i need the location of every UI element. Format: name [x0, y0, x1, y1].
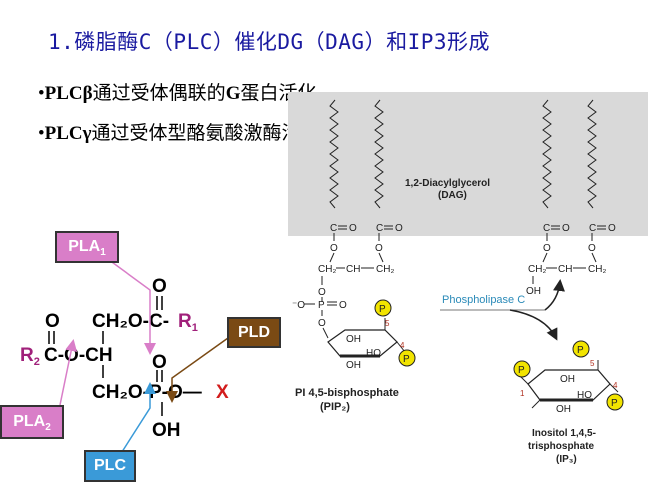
dag-chain-1: [542, 99, 552, 209]
enzyme-label: Phospholipase C: [442, 294, 525, 306]
atom-c: C: [376, 223, 383, 234]
pla2-tag: PLA2: [0, 405, 64, 439]
position-5: 5: [385, 319, 390, 328]
atom-ch2: CH₂: [318, 264, 336, 275]
ip3-abbrev: (IP₃): [556, 454, 577, 465]
atom-o: O: [395, 223, 403, 234]
plc-arrow: [119, 382, 156, 456]
atom-oh: OH: [346, 334, 361, 345]
atom-o: O: [318, 318, 326, 329]
phosphate-p: P: [403, 354, 410, 365]
position-1: 1: [520, 389, 525, 398]
dag-chain-2: [587, 99, 597, 209]
phosphate-p: P: [577, 345, 584, 356]
atom-ch: CH: [346, 264, 360, 275]
position-5: 5: [590, 359, 595, 368]
atom-oh: OH: [526, 286, 541, 297]
ip3-structure: OH OH HO 1 4 5: [519, 359, 619, 415]
ip3-label: Inositol 1,4,5-: [532, 428, 596, 439]
phosphate-circle: [572, 340, 590, 358]
atom-ho: HO: [577, 390, 592, 401]
atom-ch2: CH₂: [528, 264, 546, 275]
ip3-product-arrow: [509, 309, 558, 341]
atom-oh: OH: [556, 404, 571, 415]
phosphate-o: O: [152, 352, 167, 373]
row-1: CH₂O-C-: [92, 311, 169, 332]
atom-o: O: [330, 243, 338, 254]
phosphate-circle: [513, 360, 531, 378]
pld-tag: PLD: [227, 317, 281, 348]
pip2-label: PI 4,5-bisphosphate: [295, 387, 399, 399]
row-3: CH₂O-P-O—: [92, 382, 202, 403]
r1-label: R1: [178, 311, 198, 334]
phosphate-circle: [398, 349, 416, 367]
dag-abbrev: (DAG): [438, 190, 467, 201]
phosphate-circle: [606, 393, 624, 411]
atom-o: O: [349, 223, 357, 234]
dag-structure: C O C O O O CH₂ CH CH₂ OH: [526, 223, 616, 297]
atom-p: P: [318, 300, 325, 311]
row-2: C-O-CH: [44, 345, 113, 366]
phosphate-circle: [374, 299, 392, 317]
atom-o: O: [339, 300, 347, 311]
pla2-arrow: [59, 339, 78, 406]
bullet-bold: PLCγ: [44, 123, 92, 144]
pld-arrow: [166, 337, 229, 403]
atom-ho: HO: [366, 348, 381, 359]
phosphate-o-minus: ⁻O: [292, 300, 305, 311]
ip3-label-2: trisphosphate: [528, 441, 595, 452]
phosphate-oh: OH: [152, 420, 181, 441]
x-label: X: [216, 382, 229, 403]
pip2-chain-2: [374, 99, 384, 209]
dag-label: 1,2-Diacylglycerol: [405, 178, 490, 189]
slide-title: 1.磷脂酶C（PLC）催化DG（DAG）和IP3形成: [48, 30, 491, 54]
atom-o: O: [543, 243, 551, 254]
dag-background-panel: [288, 92, 648, 236]
atom-o: O: [562, 223, 570, 234]
atom-ch: CH: [558, 264, 572, 275]
atom-oh: OH: [560, 374, 575, 385]
atom-o: O: [375, 243, 383, 254]
plc-tag: PLC: [84, 450, 136, 482]
bullet-bold-2: G: [225, 83, 241, 104]
dag-product-arrow: [544, 279, 565, 311]
atom-c: C: [543, 223, 550, 234]
phosphate-p: P: [518, 365, 525, 376]
atom-oh: OH: [346, 360, 361, 371]
bullet-text: 通过受体型酪氨酸激酶活化: [91, 123, 320, 144]
bullet-bold: PLCβ: [44, 83, 93, 104]
phosphate-p: P: [611, 398, 618, 409]
atom-o: O: [608, 223, 616, 234]
pip2-structure: C O C O O O CH₂ CH CH₂ O ⁻O P O O OH OH …: [292, 223, 406, 371]
fatty-acid-chains: [329, 99, 597, 209]
atom-c: C: [589, 223, 596, 234]
pla1-arrow: [104, 256, 156, 355]
position-4: 4: [400, 341, 405, 350]
position-4: 4: [613, 381, 618, 390]
r2-label: R2: [20, 345, 40, 368]
atom-ch2: CH₂: [588, 264, 606, 275]
carbonyl-o-1: O: [152, 276, 167, 297]
pip2-abbrev: (PIP₂): [320, 401, 350, 413]
phosphate-p: P: [379, 304, 386, 315]
bullet-text: 通过受体偶联的: [92, 83, 226, 104]
atom-o: O: [318, 287, 326, 298]
atom-ch2: CH₂: [376, 264, 394, 275]
pip2-chain-1: [329, 99, 339, 209]
carbonyl-o-2: O: [45, 311, 60, 332]
pla1-tag: PLA1: [55, 231, 119, 263]
atom-c: C: [330, 223, 337, 234]
atom-o: O: [588, 243, 596, 254]
bullet-plc-gamma: •PLCγ通过受体型酪氨酸激酶活化: [38, 123, 320, 144]
